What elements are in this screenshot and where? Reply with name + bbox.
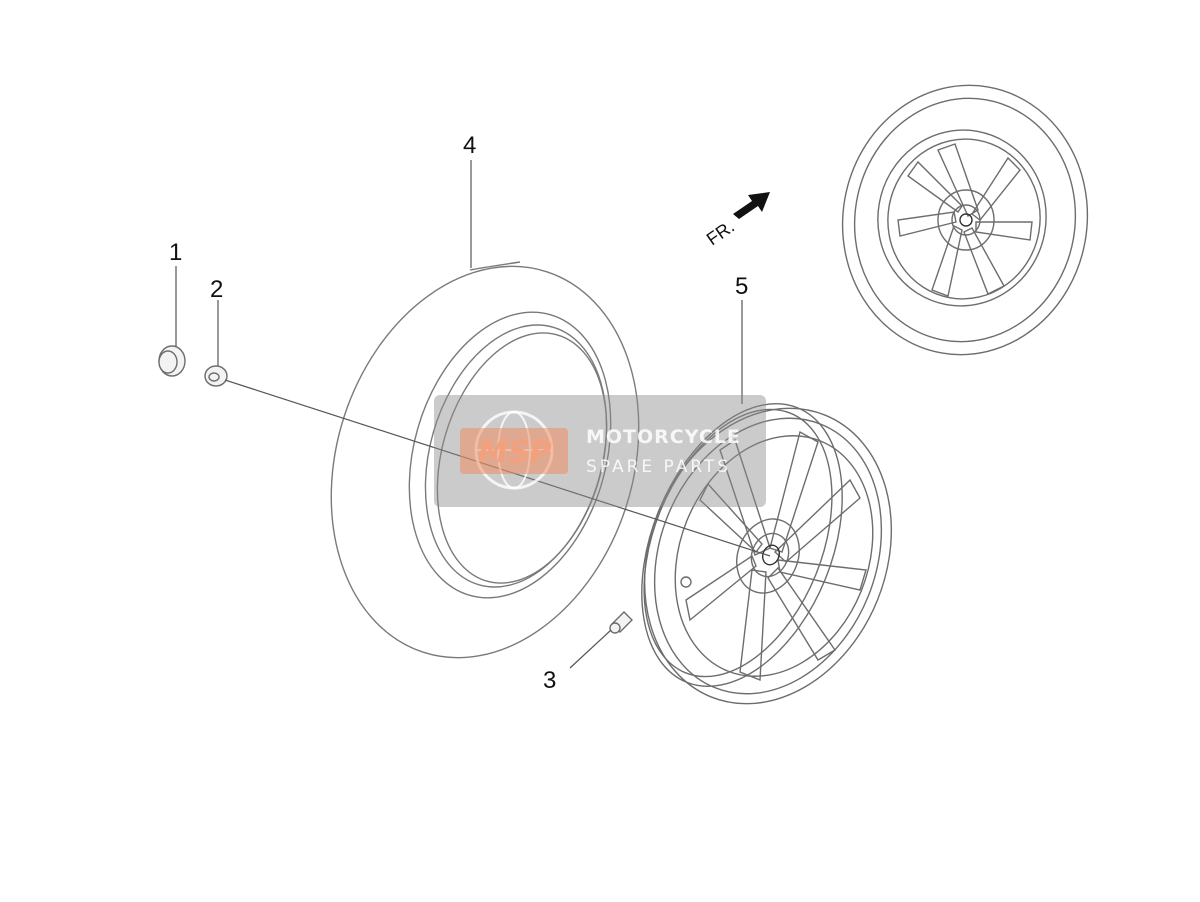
leader-lines bbox=[175, 160, 743, 669]
watermark-title: MOTORCYCLE bbox=[586, 426, 741, 448]
nut-part bbox=[204, 365, 228, 387]
tire bbox=[330, 261, 640, 659]
valve-part bbox=[609, 611, 633, 634]
reference-wheel bbox=[841, 84, 1089, 356]
direction-label: FR. bbox=[703, 216, 738, 249]
callout-1: 1 bbox=[169, 239, 182, 266]
cap-part bbox=[158, 345, 186, 377]
callout-5: 5 bbox=[735, 273, 748, 300]
watermark: MSP MOTORCYCLE SPARE PARTS bbox=[434, 395, 766, 507]
callout-2: 2 bbox=[210, 276, 223, 303]
direction-arrow-icon bbox=[733, 192, 770, 219]
direction-indicator: FR. bbox=[703, 192, 770, 249]
watermark-logo: MSP bbox=[478, 435, 551, 470]
watermark-box bbox=[434, 395, 766, 507]
callout-3: 3 bbox=[543, 667, 556, 694]
watermark-subtitle: SPARE PARTS bbox=[586, 457, 731, 477]
callout-4: 4 bbox=[463, 132, 476, 159]
